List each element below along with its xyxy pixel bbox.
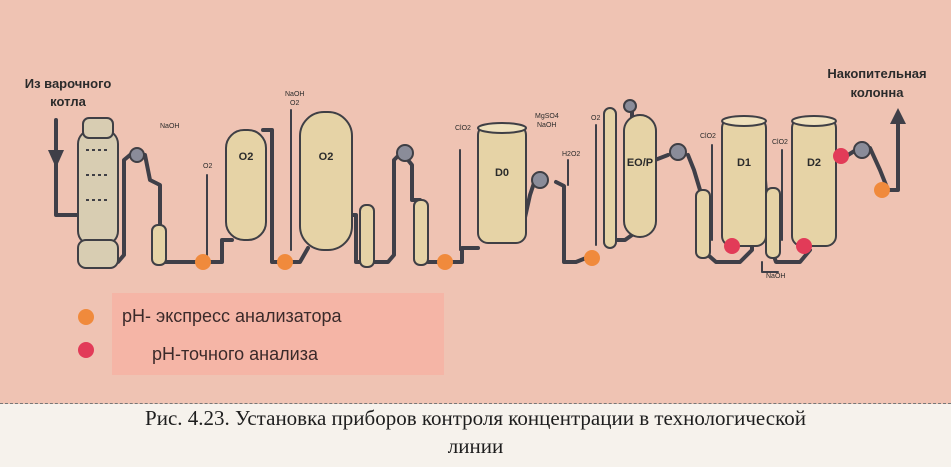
process-flow-diagram: O2 O2 D0 EO/P D1 D2 NaOH O2 NaOH O2 ClO2… (25, 66, 927, 280)
naoh-dosing-line-2 (761, 261, 779, 273)
pipe-13 (686, 153, 702, 192)
chem-label-naoh-o2-a: NaOH (285, 91, 304, 98)
chem-label-naoh-o2-b: O2 (290, 100, 299, 107)
pipe-4 (261, 128, 310, 264)
chem-label-naoh-2: NaOH (766, 273, 785, 280)
mixer-vessel-3 (413, 199, 429, 266)
chem-label-o2-1: O2 (203, 163, 212, 170)
figure-caption-line1: Рис. 4.23. Установка приборов контроля к… (145, 406, 806, 430)
outlet-label-line2: колонна (851, 85, 905, 100)
o2-reactor-2 (299, 111, 353, 251)
chem-label-h2o2: H2O2 (562, 151, 580, 158)
outlet-arrow-icon (890, 108, 906, 124)
mixer-vessel-5 (765, 187, 781, 259)
chem-label-naoh-1: NaOH (160, 123, 179, 130)
eop-mixer-column (603, 107, 617, 249)
pipe-12 (653, 153, 670, 162)
legend-precise-dot (78, 342, 94, 358)
inlet-pipe (54, 118, 82, 217)
pre-washer-vessel (77, 117, 119, 269)
legend-box (112, 293, 444, 375)
chem-label-mgso-a: MgSO4 (535, 113, 559, 120)
express-analyzer-dot (277, 254, 293, 270)
pipe-6 (372, 150, 404, 264)
d1-tower (721, 117, 767, 247)
mixer-vessel-4 (695, 189, 711, 259)
precise-analysis-dot (724, 238, 740, 254)
precise-analysis-points (724, 148, 849, 254)
stage-label-d1: D1 (737, 157, 751, 169)
express-analyzer-dot (195, 254, 211, 270)
mixer-vessel-1 (151, 224, 167, 266)
pipe-10 (554, 180, 588, 264)
caption-divider (0, 403, 951, 405)
chem-label-clo2-1: ClO2 (455, 125, 471, 132)
pump-icon (396, 144, 414, 162)
pipe-8 (426, 246, 480, 264)
mixer-vessel-2 (359, 204, 375, 268)
legend-express-dot (78, 309, 94, 325)
chem-label-o2-2: O2 (591, 115, 600, 122)
figure-caption-line2: линии (447, 434, 504, 458)
chem-label-mgso-b: NaOH (537, 122, 556, 129)
o2-reactor-1 (225, 129, 267, 241)
pipe-7 (406, 158, 422, 202)
precise-analysis-dot (833, 148, 849, 164)
chem-label-clo2-3: ClO2 (772, 139, 788, 146)
express-analyzer-dot (874, 182, 890, 198)
pump-icon (129, 147, 145, 163)
pump-icon (623, 99, 637, 113)
inlet-arrow-icon (48, 150, 64, 168)
d2-tower (791, 117, 837, 247)
express-analyzer-dot (437, 254, 453, 270)
express-analyzer-points (195, 182, 890, 270)
outlet-label-line1: Накопительная (827, 66, 926, 81)
process-diagram-panel: O2 O2 D0 EO/P D1 D2 NaOH O2 NaOH O2 ClO2… (0, 0, 951, 404)
stage-label-eop: EO/P (627, 157, 653, 169)
stage-label-o2b: O2 (319, 151, 334, 163)
eop-tower (623, 114, 657, 238)
d0-tower (477, 124, 527, 244)
pipe-16 (828, 116, 900, 192)
stage-label-o2a: O2 (239, 151, 254, 163)
pipe-3 (163, 238, 234, 264)
pump-icon (531, 171, 549, 189)
pump-icon (669, 143, 687, 161)
stage-label-d0: D0 (495, 167, 509, 179)
precise-analysis-dot (796, 238, 812, 254)
inlet-label-line2: котла (50, 94, 86, 109)
pump-group (129, 99, 871, 189)
chem-label-clo2-2: ClO2 (700, 133, 716, 140)
pipe-2 (143, 153, 162, 232)
pump-icon (853, 141, 871, 159)
legend-precise-label: pH-точного анализа (152, 344, 318, 364)
stage-label-d2: D2 (807, 157, 821, 169)
inlet-label-line1: Из варочного (25, 76, 112, 91)
legend-express-label: pH- экспресс анализатора (122, 306, 342, 326)
express-analyzer-dot (584, 250, 600, 266)
